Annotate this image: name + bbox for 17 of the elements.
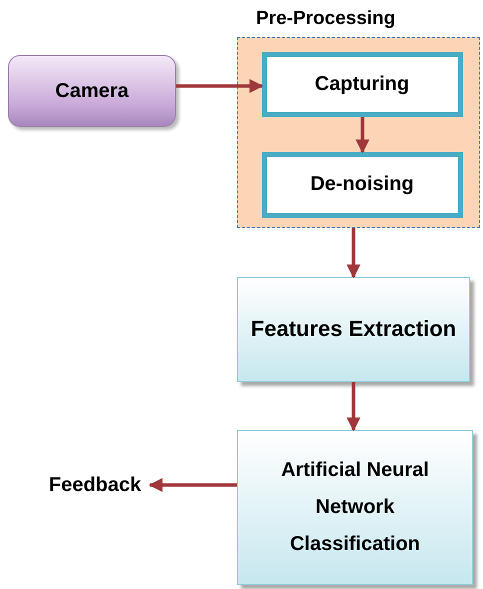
box-label: Capturing [314,72,410,96]
process-box [262,52,462,116]
arrow [176,79,264,93]
group-title: Pre-Processing [256,8,396,30]
label-text: Feedback [48,472,142,498]
box-label: Artificial Neural Network Classification [280,458,430,557]
box-label: Features Extraction [250,315,458,344]
arrow [346,382,360,432]
box-label: De-noising [309,172,415,197]
process-box [237,430,473,585]
box-label: Camera [54,78,130,104]
process-box [237,277,470,382]
process-box [262,152,462,218]
arrow [356,117,370,154]
arrow [346,228,360,278]
device-box [8,55,176,127]
arrow [148,478,237,492]
